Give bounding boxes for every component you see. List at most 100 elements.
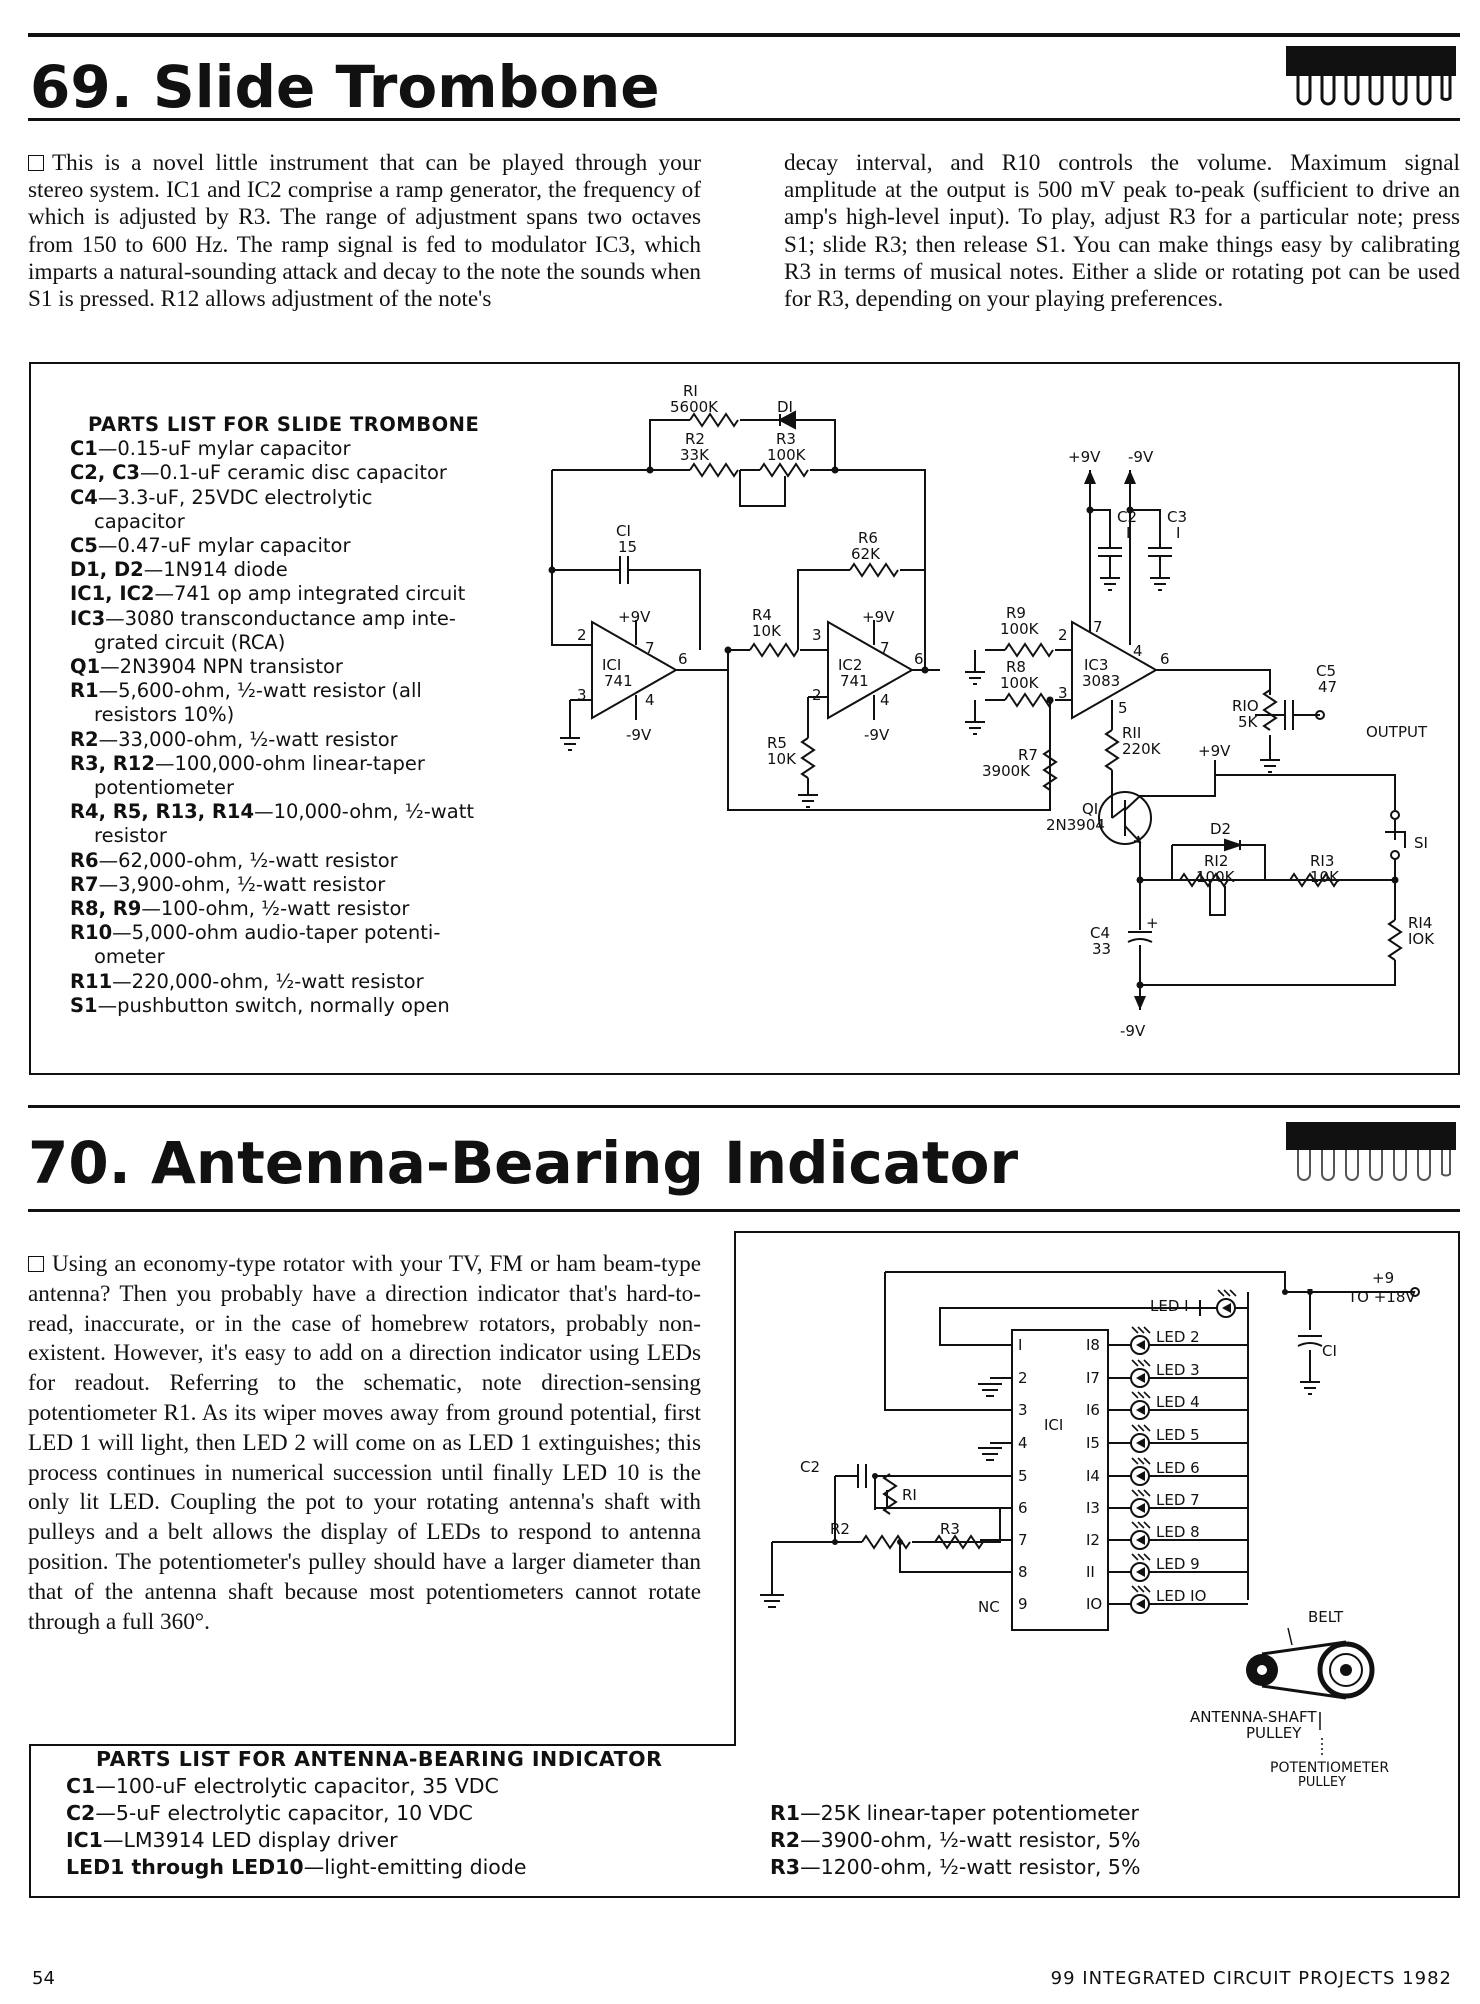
ic3-pin2: 2	[1058, 626, 1068, 644]
page-number: 54	[32, 1968, 55, 1989]
r14-label: RI4	[1408, 914, 1432, 932]
r2-label: R2	[685, 430, 705, 448]
vneg-label: -9V	[1128, 448, 1154, 466]
part-dash: —	[102, 1828, 124, 1852]
ic2-vneg: -9V	[864, 726, 890, 744]
section70-body-text: Using an economy-type rotator with your …	[28, 1251, 701, 1635]
part-desc: 0.15-uF mylar capacitor	[117, 437, 351, 461]
part-desc: 1200-ohm, ½-watt resistor, 5%	[820, 1855, 1141, 1879]
r3-label: R3	[940, 1520, 960, 1538]
ic1-vneg: -9V	[626, 726, 652, 744]
checkbox-icon	[28, 1256, 44, 1272]
ic-pin-right: I2	[1086, 1531, 1100, 1549]
r4-label: R4	[752, 606, 772, 624]
part-desc: 0.47-uF mylar capacitor	[117, 534, 351, 558]
q1-label: QI	[1082, 800, 1098, 818]
pot-pulley-label-2: PULLEY	[1298, 1775, 1346, 1790]
part-ref: IC3	[70, 606, 106, 630]
r4-value: 10K	[752, 622, 782, 640]
antenna-pulley-label-2: PULLEY	[1246, 1724, 1302, 1742]
r12-label: RI2	[1204, 852, 1228, 870]
q1-value: 2N3904	[1046, 816, 1105, 834]
led-8: LED 8	[1130, 1521, 1248, 1550]
led-label: LED 6	[1156, 1459, 1200, 1477]
part-desc: grated circuit (RCA)	[94, 630, 286, 654]
part-dash: —	[100, 655, 120, 679]
part-dash: —	[139, 461, 160, 485]
r13-value: 10K	[1310, 868, 1340, 886]
r12-value: 100K	[1196, 868, 1236, 886]
ic-pin-right: I7	[1086, 1369, 1100, 1387]
part-ref: IC1, IC2	[70, 582, 155, 606]
r10-value: 5K	[1238, 713, 1259, 731]
parts-list-item: capacitor	[70, 510, 510, 534]
part-desc: resistor	[94, 824, 167, 848]
ic2-pin4: 4	[880, 691, 890, 709]
parts-list-item: R3, R12—100,000-ohm linear-taper	[70, 752, 510, 776]
parts-list-item: IC1—LM3914 LED display driver	[66, 1827, 746, 1854]
part-dash: —	[303, 1855, 325, 1879]
part-desc: 33,000-ohm, ½-watt resistor	[118, 727, 398, 751]
part-desc: 10,000-ohm, ½-watt	[273, 800, 474, 824]
part-dash: —	[154, 751, 175, 775]
r7-value: 3900K	[982, 762, 1031, 780]
parts-list-item: R2—33,000-ohm, ½-watt resistor	[70, 728, 510, 752]
parts-list-item: R1—25K linear-taper potentiometer	[770, 1800, 1270, 1827]
led-label: LED 5	[1156, 1426, 1200, 1444]
led-10: LED IO	[1130, 1585, 1248, 1614]
parts-list-item: C2—5-uF electrolytic capacitor, 10 VDC	[66, 1800, 746, 1827]
r9-label: R9	[1006, 604, 1026, 622]
d1-label: DI	[777, 398, 793, 416]
ic-pin-right: I4	[1086, 1467, 1100, 1485]
section70-figure-box	[29, 1231, 1460, 1898]
part-desc: 3080 transconductance amp inte-	[124, 606, 456, 630]
ic3-label: IC3	[1084, 656, 1108, 674]
parts-list-item: C2, C3—0.1-uF ceramic disc capacitor	[70, 461, 510, 485]
part-dash: —	[98, 727, 119, 751]
ic-pin-left: 5	[1018, 1467, 1028, 1485]
ic1-label: ICI	[1044, 1416, 1063, 1434]
part-ref: C2, C3	[70, 461, 140, 485]
ic3-value: 3083	[1082, 672, 1120, 690]
c4-label: C4	[1090, 924, 1110, 942]
ic-pin-right: I6	[1086, 1401, 1100, 1419]
parts-list-item: ometer	[70, 945, 510, 969]
c1-value: 15	[618, 538, 637, 556]
section69-title-rule	[28, 118, 1460, 121]
r8-value: 100K	[1000, 674, 1040, 692]
parts-list-item: R11—220,000-ohm, ½-watt resistor	[70, 970, 510, 994]
part-desc: 5,600-ohm, ½-watt resistor (all	[118, 679, 422, 703]
supply-label-2: TO +18V	[1347, 1288, 1416, 1306]
parts-list-item: Q1—2N3904 NPN transistor	[70, 655, 510, 679]
slide-trombone-schematic: RI 5600K DI R2 33K R3 100K CI 15 R6 62K …	[548, 382, 1435, 1040]
c5-label: C5	[1316, 662, 1336, 680]
part-desc: 25K linear-taper potentiometer	[820, 1801, 1139, 1825]
part-dash: —	[97, 485, 118, 509]
ic2-pin2: 2	[812, 686, 822, 704]
c2-label: C2	[800, 1458, 820, 1476]
led-label: LED 9	[1156, 1555, 1200, 1573]
bottom-vneg: -9V	[1120, 1022, 1146, 1040]
ic-pin-right: II	[1086, 1563, 1095, 1581]
part-dash: —	[98, 848, 119, 872]
part-desc: 3900-ohm, ½-watt resistor, 5%	[820, 1828, 1141, 1852]
led-7: LED 7	[1130, 1489, 1248, 1518]
parts-list-item: R3—1200-ohm, ½-watt resistor, 5%	[770, 1854, 1270, 1881]
ic-pin-left: 3	[1018, 1401, 1028, 1419]
part-dash: —	[254, 800, 274, 824]
keyboard-icon-2	[1286, 1122, 1456, 1184]
ic1-pin2: 2	[577, 626, 587, 644]
part-dash: —	[105, 606, 125, 630]
led-4: LED 4	[1130, 1391, 1248, 1420]
part-dash: —	[98, 872, 119, 896]
part-desc: 3,900-ohm, ½-watt resistor	[118, 872, 386, 896]
part-dash: —	[97, 534, 118, 558]
part-desc: 3.3-uF, 25VDC electrolytic	[117, 485, 373, 509]
q1-vpos: +9V	[1198, 742, 1231, 760]
part-desc: LM3914 LED display driver	[123, 1828, 398, 1852]
part-ref: R1	[770, 1801, 801, 1825]
part-ref: C1	[70, 437, 98, 461]
parts-list-item: IC3—3080 transconductance amp inte-	[70, 607, 510, 631]
